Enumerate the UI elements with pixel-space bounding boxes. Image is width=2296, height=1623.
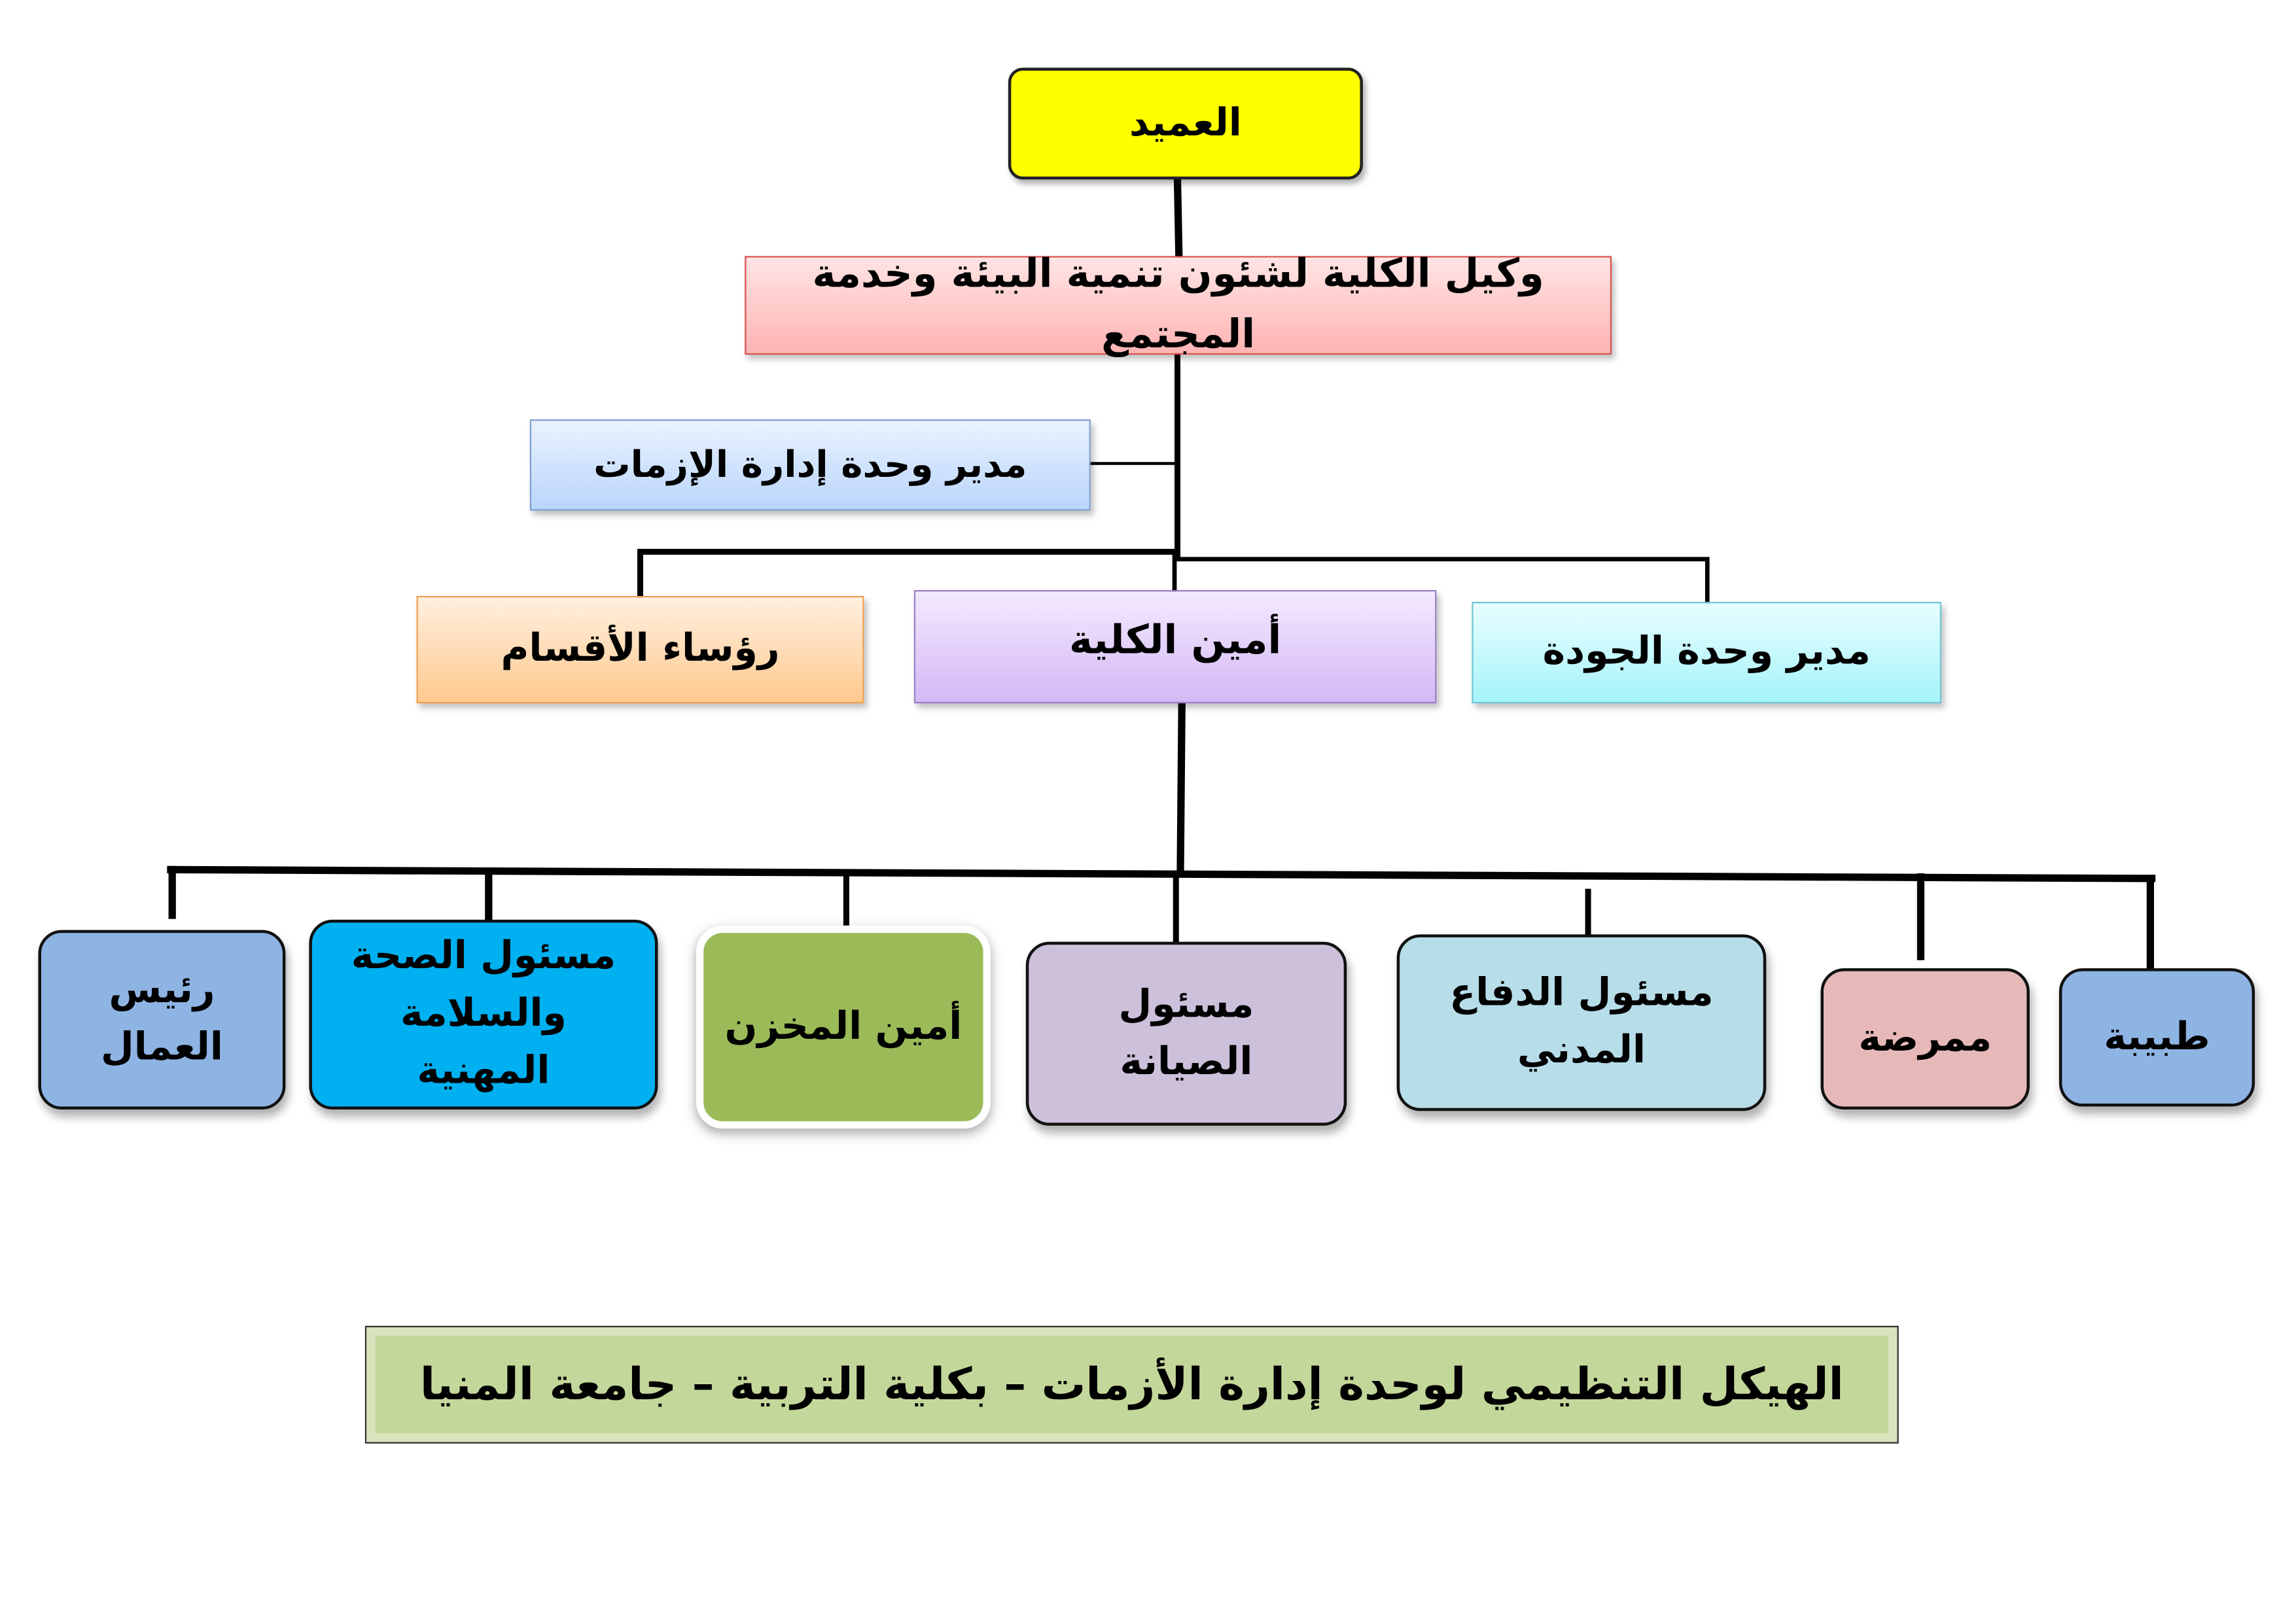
- staff-label: مسئول الصيانة: [1118, 982, 1254, 1084]
- chart-title: الهيكل التنظيمي لوحدة إدارة الأزمات – بك…: [375, 1336, 1888, 1433]
- staff-box-doctor: طبيبة: [2058, 968, 2255, 1107]
- staff-box-maintenance: مسئول الصيانة: [1025, 941, 1347, 1126]
- bus-line: [167, 865, 2156, 882]
- dean-box: العميد: [1008, 67, 1363, 180]
- connector: [1176, 699, 1186, 872]
- dean-label: العميد: [1129, 101, 1242, 145]
- crisis-unit-director-label: مدير وحدة إدارة الإزمات: [593, 443, 1027, 486]
- staff-label: مسئول الدفاع المدني: [1449, 971, 1714, 1073]
- quality-unit-director-label: مدير وحدة الجودة: [1542, 629, 1871, 674]
- staff-label: مسئول الصحة والسلامة المهنية: [351, 934, 616, 1094]
- quality-unit-director-box: مدير وحدة الجودة: [1472, 602, 1941, 704]
- staff-box-storekeeper: أمين المخزن: [696, 925, 991, 1129]
- college-secretary-label: أمين الكلية: [1069, 618, 1282, 664]
- vice-dean-label: وكيل الكلية لشئون تنمية البيئة وخدمة الم…: [812, 251, 1544, 357]
- staff-box-civil-defense: مسئول الدفاع المدني: [1396, 934, 1767, 1111]
- connector: [1173, 175, 1183, 260]
- vice-dean-box: وكيل الكلية لشئون تنمية البيئة وخدمة الم…: [745, 252, 1612, 357]
- staff-box-health-safety: مسئول الصحة والسلامة المهنية: [309, 919, 658, 1110]
- staff-label: ممرضة: [1858, 1016, 1992, 1060]
- department-heads-label: رؤساء الأقسام: [501, 627, 780, 671]
- staff-box-foreman: رئيس العمال: [38, 930, 286, 1110]
- crisis-unit-director-box: مدير وحدة إدارة الإزمات: [529, 419, 1091, 511]
- staff-label: أمين المخزن: [724, 1004, 963, 1049]
- chart-title-frame: الهيكل التنظيمي لوحدة إدارة الأزمات – بك…: [364, 1325, 1899, 1444]
- connector: [637, 549, 1181, 599]
- staff-box-nurse: ممرضة: [1820, 968, 2030, 1110]
- department-heads-box: رؤساء الأقسام: [416, 596, 864, 704]
- connector: [1175, 557, 1710, 604]
- chart-title-text: الهيكل التنظيمي لوحدة إدارة الأزمات – بك…: [419, 1359, 1844, 1411]
- staff-label: رئيس العمال: [100, 968, 223, 1070]
- college-secretary-box: أمين الكلية: [913, 590, 1437, 704]
- staff-label: طبيبة: [2104, 1014, 2210, 1059]
